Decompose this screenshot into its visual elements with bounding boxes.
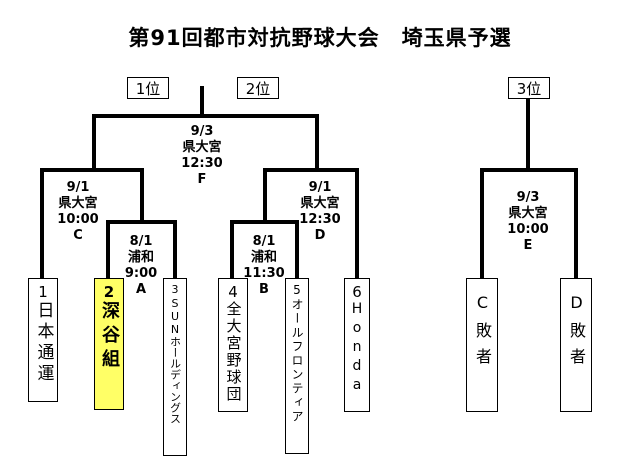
game-code: E bbox=[523, 238, 533, 253]
game-venue: 県大宮 bbox=[58, 196, 98, 211]
game-date: 9/3 bbox=[516, 190, 540, 205]
game-info-E: 9/3 県大宮 10:00 E bbox=[498, 190, 558, 254]
team-seed: 2 bbox=[103, 283, 115, 301]
game-info-A: 8/1 浦和 9:00 A bbox=[118, 234, 164, 298]
team-seed: 5 bbox=[293, 283, 301, 297]
page-title: 第91回都市対抗野球大会 埼玉県予選 bbox=[128, 26, 512, 50]
game-venue: 県大宮 bbox=[182, 140, 222, 155]
team-name: 全大宮野球団 bbox=[224, 301, 243, 403]
team-seed: 3 bbox=[171, 283, 179, 296]
game-code: D bbox=[314, 228, 326, 243]
team-name: SUNホールディングス bbox=[168, 297, 182, 424]
team-name: 深谷組 bbox=[99, 301, 120, 373]
game-time: 12:30 bbox=[181, 156, 223, 171]
team-name: Honda bbox=[349, 301, 365, 396]
game-time: 9:00 bbox=[124, 266, 158, 281]
third-place-box-c-loser: C敗者 bbox=[466, 278, 498, 412]
game-date: 9/3 bbox=[190, 124, 214, 139]
team-seed: 4 bbox=[228, 283, 238, 301]
game-info-D: 9/1 県大宮 12:30 D bbox=[290, 180, 350, 244]
rank-first-label: 1位 bbox=[127, 77, 169, 99]
third-place-box-d-loser: D敗者 bbox=[560, 278, 592, 412]
game-date: 9/1 bbox=[66, 180, 90, 195]
rank-second-label: 2位 bbox=[237, 77, 279, 99]
rank-third-label: 3位 bbox=[508, 77, 550, 99]
game-info-B: 8/1 浦和 11:30 B bbox=[241, 234, 287, 298]
game-code: F bbox=[197, 172, 207, 187]
team-name: D敗者 bbox=[567, 293, 586, 374]
team-name: オールフロンティア bbox=[290, 298, 304, 424]
game-date: 8/1 bbox=[252, 234, 276, 249]
team-box-1: 1 日本通運 bbox=[28, 278, 58, 402]
game-date: 8/1 bbox=[129, 234, 153, 249]
game-venue: 浦和 bbox=[250, 250, 277, 265]
game-time: 12:30 bbox=[299, 212, 341, 227]
game-venue: 県大宮 bbox=[508, 206, 548, 221]
team-box-6: 6 Honda bbox=[344, 278, 370, 412]
team-seed: 1 bbox=[38, 283, 48, 301]
team-name: 日本通運 bbox=[33, 301, 54, 385]
game-code: B bbox=[259, 282, 269, 297]
team-box-5: 5 オールフロンティア bbox=[285, 278, 309, 454]
game-info-F: 9/3 県大宮 12:30 F bbox=[172, 124, 232, 188]
game-date: 9/1 bbox=[308, 180, 332, 195]
game-time: 10:00 bbox=[57, 212, 99, 227]
game-code: A bbox=[135, 282, 147, 297]
team-seed: 6 bbox=[352, 283, 362, 301]
game-code: C bbox=[73, 228, 83, 243]
team-box-3: 3 SUNホールディングス bbox=[163, 278, 187, 456]
game-time: 11:30 bbox=[243, 266, 285, 281]
game-info-C: 9/1 県大宮 10:00 C bbox=[48, 180, 108, 244]
game-venue: 県大宮 bbox=[300, 196, 340, 211]
game-venue: 浦和 bbox=[127, 250, 154, 265]
game-time: 10:00 bbox=[507, 222, 549, 237]
team-box-2: 2 深谷組 bbox=[94, 278, 124, 410]
team-box-4: 4 全大宮野球団 bbox=[218, 278, 248, 412]
team-name: C敗者 bbox=[473, 293, 492, 374]
